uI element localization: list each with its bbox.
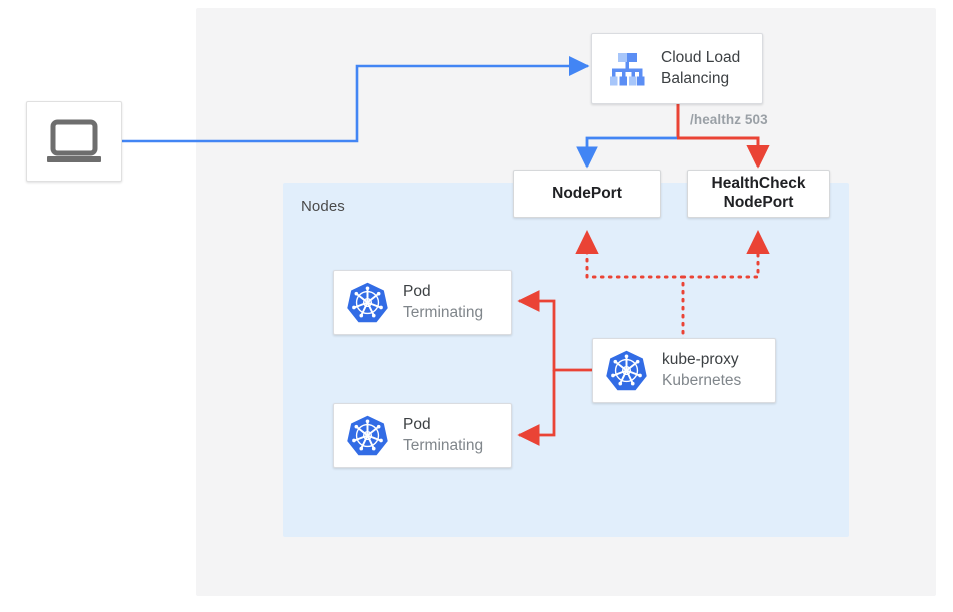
healthcheck-nodeport-box[interactable]: HealthCheck NodePort	[687, 170, 830, 218]
wire-lb-to-nodeport	[576, 136, 679, 169]
kubernetes-icon	[347, 282, 388, 323]
nodeport-label: NodePort	[552, 184, 622, 202]
kubernetes-icon	[606, 350, 647, 391]
wire-client-to-load-balancer	[122, 55, 590, 143]
healthcheck-nodeport-label-line1: HealthCheck	[711, 175, 806, 193]
wire-kubeproxy-to-healthcheck-nodeport-dotted	[681, 230, 770, 279]
nodeport-box[interactable]: NodePort	[513, 170, 661, 218]
nodes-panel-label: Nodes	[301, 198, 345, 215]
pod-card-1[interactable]: Pod Terminating	[333, 270, 512, 335]
kube-proxy-title: kube-proxy	[662, 350, 739, 368]
pod-2-subtitle: Terminating	[403, 436, 484, 454]
wire-kubeproxy-to-pod-2	[517, 370, 556, 446]
pod-2-title: Pod	[403, 415, 431, 433]
healthcheck-nodeport-label-line2: NodePort	[723, 194, 794, 211]
wire-lb-to-healthcheck-nodeport	[677, 136, 770, 169]
laptop-icon	[47, 119, 101, 162]
cloud-load-balancing-node[interactable]: Cloud Load Balancing	[591, 33, 763, 104]
pod-1-title: Pod	[403, 282, 431, 300]
client-node[interactable]	[26, 101, 122, 182]
wire-kubeproxy-to-nodeport-dotted	[575, 230, 685, 343]
cloud-load-balancing-icon	[610, 52, 645, 85]
pod-card-2[interactable]: Pod Terminating	[333, 403, 512, 468]
kube-proxy-card[interactable]: kube-proxy Kubernetes	[592, 338, 776, 403]
pod-1-subtitle: Terminating	[403, 303, 484, 321]
wire-kubeproxy-to-pod-1	[517, 290, 592, 372]
healthz-edge-label: /healthz 503	[690, 112, 768, 127]
kubernetes-icon	[347, 415, 388, 456]
load-balancer-title-line2: Balancing	[661, 69, 730, 87]
load-balancer-title-line1: Cloud Load	[661, 48, 741, 66]
kube-proxy-subtitle: Kubernetes	[662, 371, 742, 389]
